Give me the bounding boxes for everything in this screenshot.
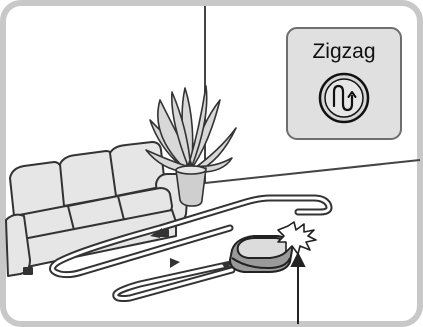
- zigzag-mode-icon: [320, 74, 368, 122]
- mode-panel: Zigzag: [287, 28, 401, 139]
- mode-label: Zigzag: [312, 40, 375, 63]
